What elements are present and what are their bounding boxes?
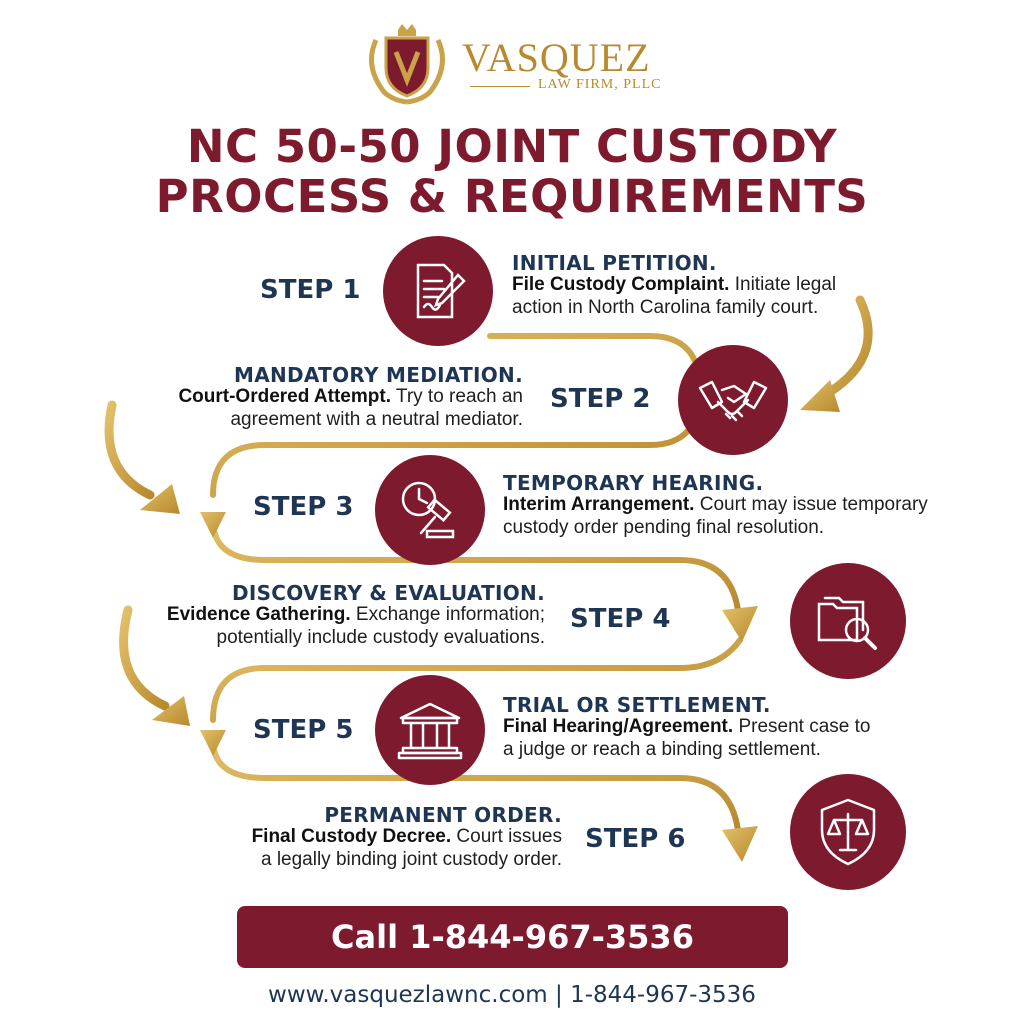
page-title-line-1: NC 50-50 JOINT CUSTODY	[186, 120, 838, 173]
handshake-icon	[698, 380, 768, 422]
step-6-bold: Final Custody Decree.	[251, 826, 452, 847]
step-2-desc-text: Try to reach an agreement with a neutral…	[230, 386, 523, 430]
step-1-text: INITIAL PETITION. File Custody Complaint…	[512, 252, 892, 320]
brand-logo	[358, 22, 456, 106]
crest-shield-icon	[369, 24, 445, 105]
page-title-line-2: PROCESS & REQUIREMENTS	[155, 170, 869, 223]
side-arrow-right-1	[815, 295, 873, 403]
step-1-desc-text: Initiate legal action in North Carolina …	[512, 274, 837, 318]
side-arrow-left-2	[119, 605, 170, 711]
step-6-description: Final Custody Decree. Court issues a leg…	[250, 826, 562, 872]
brand-name: VASQUEZ	[462, 35, 651, 80]
step-5-title: TRIAL OR SETTLEMENT.	[503, 693, 771, 717]
footer-contact[interactable]: www.vasquezlawnc.com | 1-844-967-3536	[268, 982, 756, 1008]
step-5-description: Final Hearing/Agreement. Present case to…	[503, 716, 883, 762]
step-3-bold: Interim Arrangement.	[503, 494, 695, 515]
step-5-text: TRIAL OR SETTLEMENT. Final Hearing/Agree…	[503, 694, 883, 762]
call-button[interactable]: Call 1-844-967-3536	[237, 906, 788, 968]
folder-magnifier-icon	[817, 596, 877, 650]
step-1-label: STEP 1	[260, 275, 361, 305]
step-5-desc-text: Present case to a judge or reach a bindi…	[503, 716, 871, 760]
step-4-text: DISCOVERY & EVALUATION. Evidence Gatheri…	[160, 582, 545, 650]
flow-connector-4	[210, 737, 741, 833]
step-3-text: TEMPORARY HEARING. Interim Arrangement. …	[503, 472, 943, 540]
step-2-text: MANDATORY MEDIATION. Court-Ordered Attem…	[130, 364, 523, 432]
step-2-title: MANDATORY MEDIATION.	[234, 363, 523, 387]
step-6-title: PERMANENT ORDER.	[324, 803, 562, 827]
step-4-label: STEP 4	[570, 604, 671, 634]
arrowhead-step3	[200, 512, 226, 538]
step-6-badge	[790, 774, 906, 890]
step-4-desc-text: Exchange information; potentially includ…	[216, 604, 545, 648]
step-3-description: Interim Arrangement. Court may issue tem…	[503, 494, 943, 540]
document-pen-icon	[416, 263, 466, 319]
step-5-badge	[375, 675, 485, 785]
flow-connector-3	[210, 637, 743, 723]
brand-divider	[470, 86, 530, 87]
clock-gavel-icon	[401, 481, 455, 539]
step-1-bold: File Custody Complaint.	[512, 274, 730, 295]
arrowhead-step5	[200, 730, 226, 756]
step-6-label: STEP 6	[585, 824, 686, 854]
step-3-label: STEP 3	[253, 492, 354, 522]
step-2-description: Court-Ordered Attempt. Try to reach an a…	[130, 386, 523, 432]
courthouse-icon	[397, 702, 463, 760]
arrowhead-step4	[722, 606, 758, 642]
step-6-text: PERMANENT ORDER. Final Custody Decree. C…	[250, 804, 562, 872]
step-2-bold: Court-Ordered Attempt.	[178, 386, 391, 407]
step-1-badge	[383, 236, 493, 346]
step-5-label: STEP 5	[253, 715, 354, 745]
step-4-badge	[790, 563, 906, 679]
brand-subtitle: LAW FIRM, PLLC	[538, 77, 662, 92]
arrowhead-step3-side	[140, 484, 180, 514]
arrowhead-step5-side	[152, 696, 190, 726]
step-2-label: STEP 2	[550, 384, 651, 414]
step-4-bold: Evidence Gathering.	[166, 604, 351, 625]
step-5-bold: Final Hearing/Agreement.	[503, 716, 734, 737]
step-3-title: TEMPORARY HEARING.	[503, 471, 764, 495]
step-2-badge	[678, 345, 788, 455]
arrowhead-step2	[800, 380, 840, 412]
step-1-title: INITIAL PETITION.	[512, 251, 717, 275]
step-4-description: Evidence Gathering. Exchange information…	[160, 604, 545, 650]
arrowhead-step6	[722, 826, 758, 862]
step-1-description: File Custody Complaint. Initiate legal a…	[512, 274, 892, 320]
step-4-title: DISCOVERY & EVALUATION.	[231, 581, 545, 605]
side-arrow-left-1	[104, 400, 155, 500]
step-6-desc-text: Court issues a legally binding joint cus…	[260, 826, 562, 870]
step-3-badge	[375, 455, 485, 565]
step-3-desc-text: Court may issue temporary custody order …	[503, 494, 928, 538]
flow-connector-2	[210, 517, 741, 613]
shield-scales-icon	[820, 798, 876, 866]
